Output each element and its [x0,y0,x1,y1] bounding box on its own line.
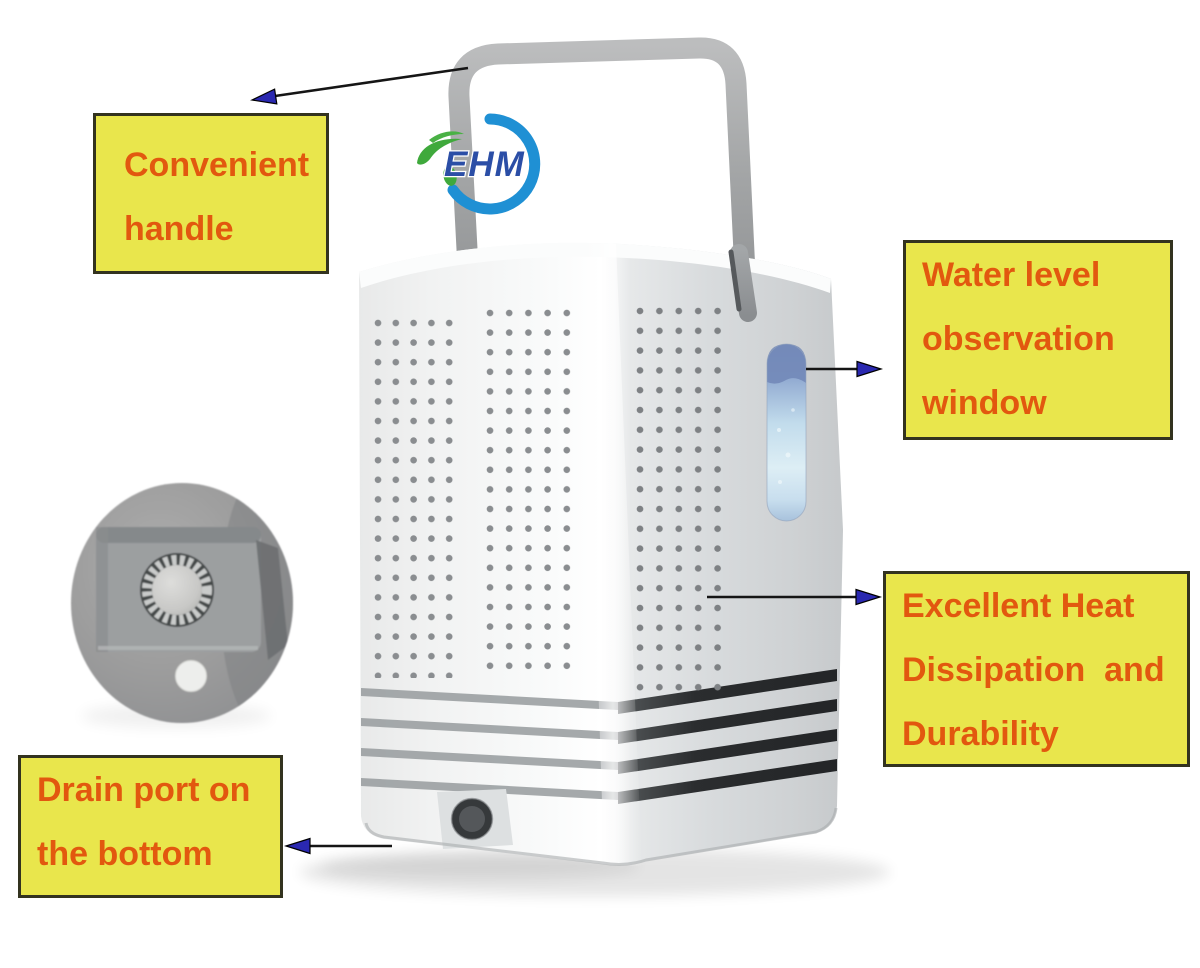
base-bottom-edge [364,807,838,866]
vent-slat [361,778,618,800]
logo-leaf [417,138,462,165]
callout-drain-port: Drain port on the bottom [18,755,283,898]
device [359,242,843,866]
inset-foot-pad [175,660,207,692]
callout-water-level-window: Water level observation window [903,240,1173,440]
callout-line: Water level [922,256,1101,294]
vent-slat [618,669,837,714]
callout-line: window [922,384,1047,422]
inset-device-edge [256,540,288,660]
logo-swoosh [447,113,541,215]
callout-line: observation [922,320,1115,358]
dot-grid-right [633,304,726,694]
callout-line: the bottom [37,835,213,873]
vent-slat [618,699,837,744]
water-level-window [766,343,807,522]
inset-knob-teeth [142,555,212,625]
floor-shadow [81,704,890,896]
arrow-water-head [856,360,884,378]
base-vent-slats [361,669,837,804]
dot-grid-middle [484,306,576,680]
vent-slat [361,748,618,770]
dot-grid-left [372,316,457,678]
arrow-drain-head [283,837,311,855]
vent-slat [618,759,837,804]
annotation-arrows [250,66,884,855]
arrow-handle-line [274,66,469,98]
callout-line: Drain port on [37,771,251,809]
inset-knob-face [152,565,202,615]
logo-leaf-small [429,131,464,143]
callout-line: handle [124,210,234,248]
vent-slat [618,729,837,774]
callout-line: Dissipation and [902,651,1165,689]
drain-port [437,789,513,849]
ehm-logo: EHM [417,113,541,215]
arrow-heat-head [855,588,883,606]
callout-line: Excellent Heat [902,587,1135,625]
device-top-face [359,242,831,293]
vent-slat [361,688,618,710]
callout-heat-dissipation: Excellent Heat Dissipation and Durabilit… [883,571,1190,767]
callout-convenient-handle: Convenient handle [93,113,329,274]
vent-slat [361,718,618,740]
logo-text: EHM [444,145,525,184]
callout-line: Durability [902,715,1059,753]
drain-closeup-inset [71,483,293,723]
corner-highlight [584,243,642,866]
carry-handle [448,37,758,317]
arrow-handle-head [250,88,278,105]
logo-dot [443,166,457,186]
callout-line: Convenient [124,146,310,184]
handle-front-leg [728,244,757,322]
